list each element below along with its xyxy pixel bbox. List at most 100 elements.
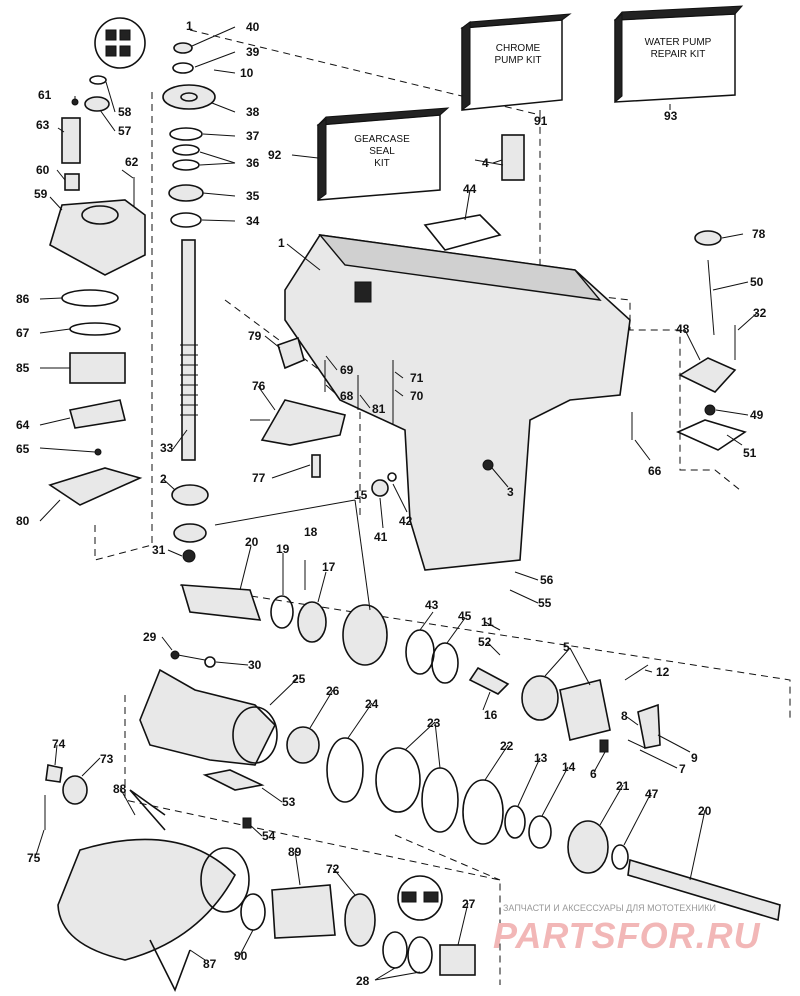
- callout-70: 70: [410, 389, 424, 403]
- callout-12: 12: [656, 665, 670, 679]
- callout-72: 72: [326, 862, 340, 876]
- callout-14: 14: [562, 760, 576, 774]
- callout-78: 78: [752, 227, 766, 241]
- kit-box-label-line: SEAL: [369, 146, 395, 157]
- callout-80: 80: [16, 514, 30, 528]
- callout-10: 10: [240, 66, 254, 80]
- callout-32: 32: [753, 306, 767, 320]
- callout-3: 3: [507, 485, 514, 499]
- callout-56: 56: [540, 573, 554, 587]
- callout-88: 88: [113, 782, 127, 796]
- callout-85: 85: [16, 361, 30, 375]
- callout-73: 73: [100, 752, 114, 766]
- watermark-caption: ЗАПЧАСТИ И АКСЕССУАРЫ ДЛЯ МОТОТЕХНИКИ: [503, 903, 716, 913]
- callout-42: 42: [399, 514, 413, 528]
- callout-54: 54: [262, 829, 276, 843]
- callout-71: 71: [410, 371, 424, 385]
- callout-86: 86: [16, 292, 30, 306]
- callout-44: 44: [463, 182, 477, 196]
- callout-41: 41: [374, 530, 388, 544]
- gearcase-housing: [284, 134, 631, 571]
- kit-box-label-line: WATER PUMP: [645, 37, 712, 48]
- callout-64: 64: [16, 418, 30, 432]
- callout-49: 49: [750, 408, 764, 422]
- callout-1-gearcase: 1: [278, 236, 285, 250]
- callout-29: 29: [143, 630, 157, 644]
- callout-90: 90: [234, 949, 248, 963]
- propshaft-gears: [180, 560, 661, 753]
- callout-50: 50: [750, 275, 764, 289]
- right-cover-parts: [631, 230, 747, 451]
- callout-35: 35: [246, 189, 260, 203]
- callout-61: 61: [38, 88, 52, 102]
- shaft-splines: [180, 344, 198, 416]
- callout-20-propshaft: 20: [698, 804, 712, 818]
- callout-89: 89: [288, 845, 302, 859]
- watermark-brand-logo: PARTSFOR.RU: [493, 915, 761, 956]
- callout-25: 25: [292, 672, 306, 686]
- callout-63: 63: [36, 118, 50, 132]
- callout-33: 33: [160, 441, 174, 455]
- callout-24: 24: [365, 697, 379, 711]
- kit-box-gearcase-seal: GEARCASE SEAL KIT: [316, 107, 450, 201]
- lower-unit-parts: [44, 650, 781, 922]
- callout-38: 38: [246, 105, 260, 119]
- callout-21: 21: [616, 779, 630, 793]
- kit-box-label-line: KIT: [374, 158, 390, 169]
- center-small-parts: [260, 336, 494, 497]
- callout-65: 65: [16, 442, 30, 456]
- callout-79: 79: [248, 329, 262, 343]
- kit-box-chrome-pump: CHROME PUMP KIT: [460, 13, 572, 111]
- callout-6: 6: [590, 767, 597, 781]
- callout-57: 57: [118, 124, 132, 138]
- callout-1-seal-inset: 1: [186, 19, 193, 33]
- callout-15: 15: [354, 488, 368, 502]
- kit-box-water-pump-repair: WATER PUMP REPAIR KIT: [613, 5, 744, 104]
- callout-8: 8: [621, 709, 628, 723]
- kit-box-label-line: REPAIR KIT: [651, 49, 706, 60]
- callout-59: 59: [34, 187, 48, 201]
- callout-68: 68: [340, 389, 354, 403]
- callout-40: 40: [246, 20, 260, 34]
- callout-39: 39: [246, 45, 260, 59]
- callout-91: 91: [534, 114, 548, 128]
- callout-34: 34: [246, 214, 260, 228]
- callout-69: 69: [340, 363, 354, 377]
- kit-box-label-line: GEARCASE: [354, 134, 410, 145]
- callout-48: 48: [676, 322, 690, 336]
- callout-66: 66: [648, 464, 662, 478]
- callout-17: 17: [322, 560, 336, 574]
- callout-62: 62: [125, 155, 139, 169]
- callout-75: 75: [27, 851, 41, 865]
- callout-74: 74: [52, 737, 66, 751]
- callout-36: 36: [246, 156, 260, 170]
- callout-31: 31: [152, 543, 166, 557]
- leader-lines: [35, 26, 758, 981]
- callout-19: 19: [276, 542, 290, 556]
- callout-28: 28: [356, 974, 370, 988]
- callout-67: 67: [16, 326, 30, 340]
- seal-detail-inset: [94, 17, 146, 69]
- watermark: ЗАПЧАСТИ И АКСЕССУАРЫ ДЛЯ МОТОТЕХНИКИ PA…: [493, 903, 761, 956]
- callout-43: 43: [425, 598, 439, 612]
- callout-5: 5: [563, 640, 570, 654]
- callout-18: 18: [304, 525, 318, 539]
- callout-13: 13: [534, 751, 548, 765]
- callout-9: 9: [691, 751, 698, 765]
- propeller: [57, 789, 476, 992]
- callout-53: 53: [282, 795, 296, 809]
- drive-shaft-stack: [162, 42, 216, 563]
- water-pump-parts: [48, 75, 146, 506]
- callout-81: 81: [372, 402, 386, 416]
- callout-20-pinion: 20: [245, 535, 259, 549]
- callout-77: 77: [252, 471, 266, 485]
- callout-45: 45: [458, 609, 472, 623]
- callout-26: 26: [326, 684, 340, 698]
- callout-labels: 1 1 2 3 4 5 6 7 8 9 10 11 12 13 14 15 16…: [16, 19, 767, 988]
- callout-60: 60: [36, 163, 50, 177]
- callout-11: 11: [481, 615, 494, 629]
- callout-51: 51: [743, 446, 757, 460]
- callout-76: 76: [252, 379, 266, 393]
- callout-47: 47: [645, 787, 659, 801]
